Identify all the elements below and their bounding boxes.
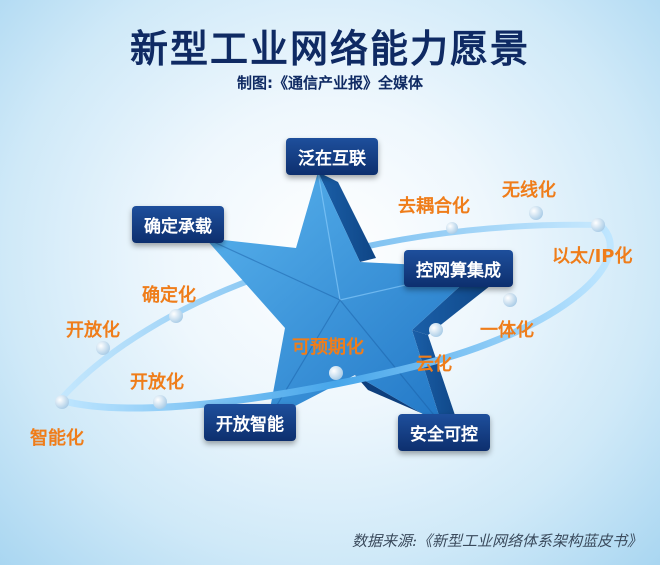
orbit-node — [55, 395, 69, 409]
orbit-node — [169, 309, 183, 323]
label-que-ding-hua: 确定化 — [142, 285, 196, 306]
label-yi-ti-hua: 一体化 — [480, 320, 534, 341]
badge-kai-fang-zhi-neng: 开放智能 — [204, 404, 296, 441]
orbit-node — [153, 395, 167, 409]
badge-que-ding-cheng-zai: 确定承载 — [132, 206, 224, 243]
label-yi-tai-ip-hua: 以太/IP化 — [552, 246, 633, 267]
badge-fan-zai-hu-lian: 泛在互联 — [286, 138, 378, 175]
page-title: 新型工业网络能力愿景 — [129, 27, 530, 71]
label-wu-xian-hua: 无线化 — [502, 180, 556, 201]
badge-an-quan-ke-kong: 安全可控 — [398, 414, 490, 451]
star-front-face — [205, 172, 480, 425]
label-qu-ou-he-hua: 去耦合化 — [398, 196, 470, 217]
label-yun-hua: 云化 — [416, 354, 452, 375]
star-facet — [267, 299, 341, 421]
star-side-face — [318, 172, 376, 262]
orbit-node — [329, 366, 343, 380]
label-kai-fang-hua-2: 开放化 — [130, 372, 184, 393]
star-side-face — [412, 330, 460, 430]
orbit-node — [591, 218, 605, 232]
orbit-node — [429, 323, 443, 337]
badge-kong-wang-suan-ji-cheng: 控网算集成 — [404, 250, 513, 287]
orbit-node — [446, 222, 458, 234]
orbit-node — [503, 293, 517, 307]
source-note: 数据来源:《新型工业网络体系架构蓝皮书》 — [351, 532, 642, 550]
label-zhi-neng-hua: 智能化 — [30, 428, 84, 449]
label-kai-fang-hua-1: 开放化 — [66, 320, 120, 341]
label-ke-yu-qi-hua: 可预期化 — [292, 337, 364, 358]
orbit-front — [59, 222, 614, 412]
orbit-node — [529, 206, 543, 220]
page-subtitle: 制图:《通信产业报》全媒体 — [237, 74, 423, 92]
orbit-node — [96, 341, 110, 355]
